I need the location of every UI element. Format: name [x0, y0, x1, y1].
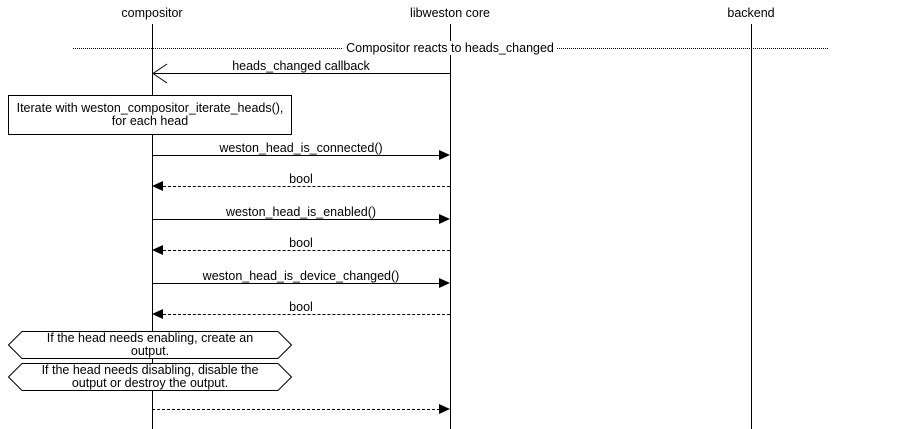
message-label-weston-head-is-enabled: weston_head_is_enabled() [225, 205, 377, 219]
message-label-weston-head-is-device-changed: weston_head_is_device_changed() [202, 269, 400, 283]
message-label-weston-head-is-connected: weston_head_is_connected() [219, 141, 383, 155]
arrowhead-filled-right-icon [439, 404, 450, 414]
arrowhead-filled-right-icon [439, 278, 450, 288]
arrowhead-filled-left-icon [152, 181, 163, 191]
message-line-weston-head-is-connected [152, 155, 440, 156]
participant-label-backend: backend [727, 6, 775, 20]
fragment-disable-head: If the head needs disabling, disable the… [8, 363, 292, 391]
message-label-bool-enabled-return: bool [289, 236, 313, 250]
participant-label-libweston-core: libweston core [410, 6, 490, 20]
message-line-bool-connected-return [163, 186, 450, 187]
message-line-final-dashed [152, 409, 440, 410]
arrowhead-open-left-icon [151, 63, 169, 84]
participant-label-compositor: compositor [121, 6, 183, 20]
message-label-heads-changed-callback: heads_changed callback [232, 59, 370, 73]
lifeline-compositor [152, 24, 153, 429]
message-line-weston-head-is-enabled [152, 219, 440, 220]
fragment-enable-head-text: If the head needs enabling, create an ou… [46, 331, 254, 358]
fragment-enable-head: If the head needs enabling, create an ou… [8, 331, 292, 359]
message-line-heads-changed-callback [153, 73, 450, 74]
arrowhead-filled-right-icon [439, 214, 450, 224]
arrowhead-filled-left-icon [152, 245, 163, 255]
divider-label-heads-changed: Compositor reacts to heads_changed [343, 41, 557, 55]
fragment-disable-head-text: If the head needs disabling, disable the… [41, 363, 259, 390]
note-iterate-heads: Iterate with weston_compositor_iterate_h… [8, 95, 292, 135]
message-line-weston-head-is-device-changed [152, 283, 440, 284]
message-line-bool-enabled-return [163, 250, 450, 251]
arrowhead-filled-right-icon [439, 150, 450, 160]
lifeline-libweston-core [450, 24, 451, 429]
lifeline-backend [751, 24, 752, 429]
arrowhead-filled-left-icon [152, 309, 163, 319]
message-label-bool-connected-return: bool [289, 172, 313, 186]
message-label-bool-device-changed-return: bool [289, 300, 313, 314]
message-line-bool-device-changed-return [163, 314, 450, 315]
